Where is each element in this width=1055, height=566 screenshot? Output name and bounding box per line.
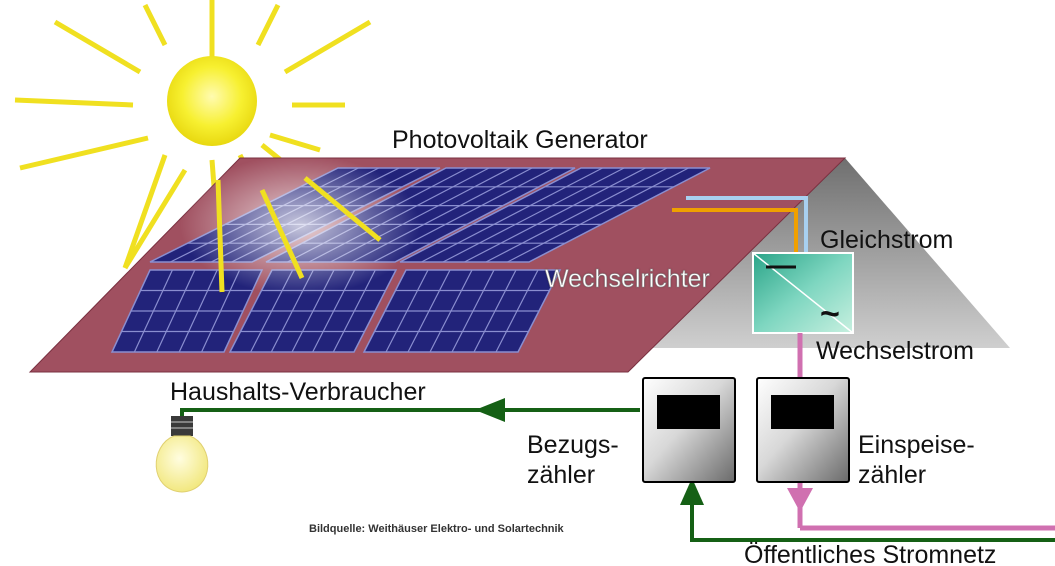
inverter-ac-symbol: ~ (820, 295, 840, 333)
feed-in-meter-icon (756, 377, 850, 483)
consumer-label: Haushalts-Verbraucher (170, 378, 426, 406)
generator-label: Photovoltaik Generator (392, 126, 648, 154)
panel-grid-line (442, 167, 625, 263)
grid-arrow (680, 478, 704, 505)
feed-arrow (787, 488, 813, 512)
inverter-label: Wechselrichter (545, 265, 710, 294)
sunlight-glare (180, 155, 420, 295)
dc-wire-minus (672, 208, 798, 255)
panel-grid-line (485, 167, 668, 263)
dc-wire-plus (686, 196, 808, 255)
public-grid-label: Öffentliches Stromnetz (744, 541, 997, 566)
inverter-icon (752, 252, 854, 334)
feed-in-meter-label: Einspeise- zähler (858, 431, 975, 489)
purchase-meter-icon (642, 377, 736, 483)
panel-grid-line (421, 167, 603, 263)
inverter-dc-symbol: — (766, 249, 796, 282)
dc-wires (672, 196, 808, 255)
light-bulb-icon (155, 416, 209, 493)
purchase-meter-label: Bezugs- zähler (527, 431, 619, 489)
alternating-current-label: Wechselstrom (816, 337, 974, 365)
panel-grid-line (507, 167, 689, 263)
panel-grid-line (464, 167, 646, 263)
image-source-caption: Bildquelle: Weithäuser Elektro- und Sola… (309, 523, 564, 535)
consumer-arrow (475, 398, 505, 422)
sun-disc (167, 56, 257, 146)
direct-current-label: Gleichstrom (820, 226, 954, 254)
